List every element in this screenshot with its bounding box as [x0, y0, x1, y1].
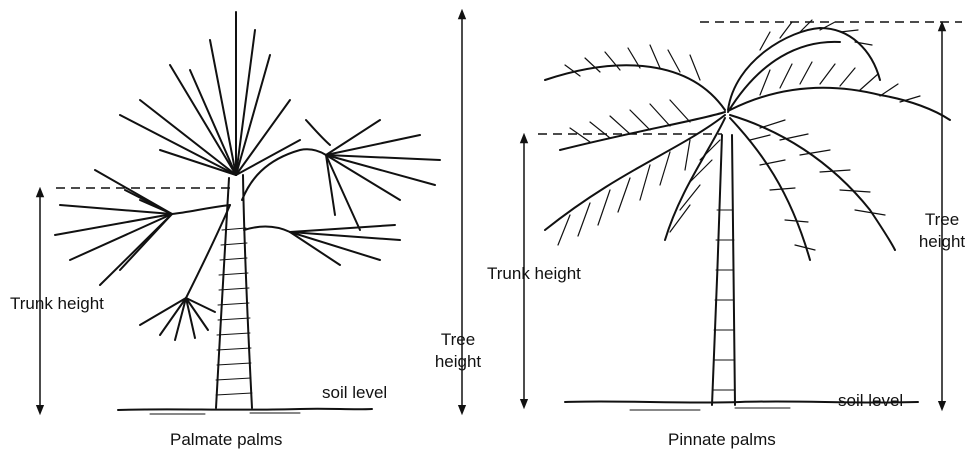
palmate-palm-illustration — [55, 12, 440, 414]
pinnate-tree-height-label-line1: Tree — [914, 210, 970, 230]
pinnate-trunk-height-label: Trunk height — [487, 264, 581, 284]
palmate-tree-height-label-line2: height — [428, 352, 488, 372]
palmate-tree-height-label-line1: Tree — [430, 330, 486, 350]
palmate-crown-fan-upper — [120, 12, 300, 175]
palmate-fan-lower-right — [290, 225, 400, 265]
pinnate-leaflets — [558, 20, 920, 250]
palmate-trunk — [216, 175, 252, 408]
palmate-caption: Palmate palms — [170, 430, 282, 450]
pinnate-palm-illustration — [545, 20, 950, 410]
palmate-soil-level-label: soil level — [322, 383, 387, 403]
palmate-fan-right — [326, 120, 440, 230]
pinnate-tree-height-label-line2: height — [912, 232, 972, 252]
pinnate-caption: Pinnate palms — [668, 430, 776, 450]
pinnate-fronds — [545, 28, 950, 260]
palmate-trunk-height-label: Trunk height — [10, 294, 104, 314]
palmate-soil-line — [118, 409, 372, 410]
palmate-fan-small — [140, 298, 215, 340]
pinnate-soil-level-label: soil level — [838, 391, 903, 411]
pinnate-trunk — [712, 135, 735, 405]
